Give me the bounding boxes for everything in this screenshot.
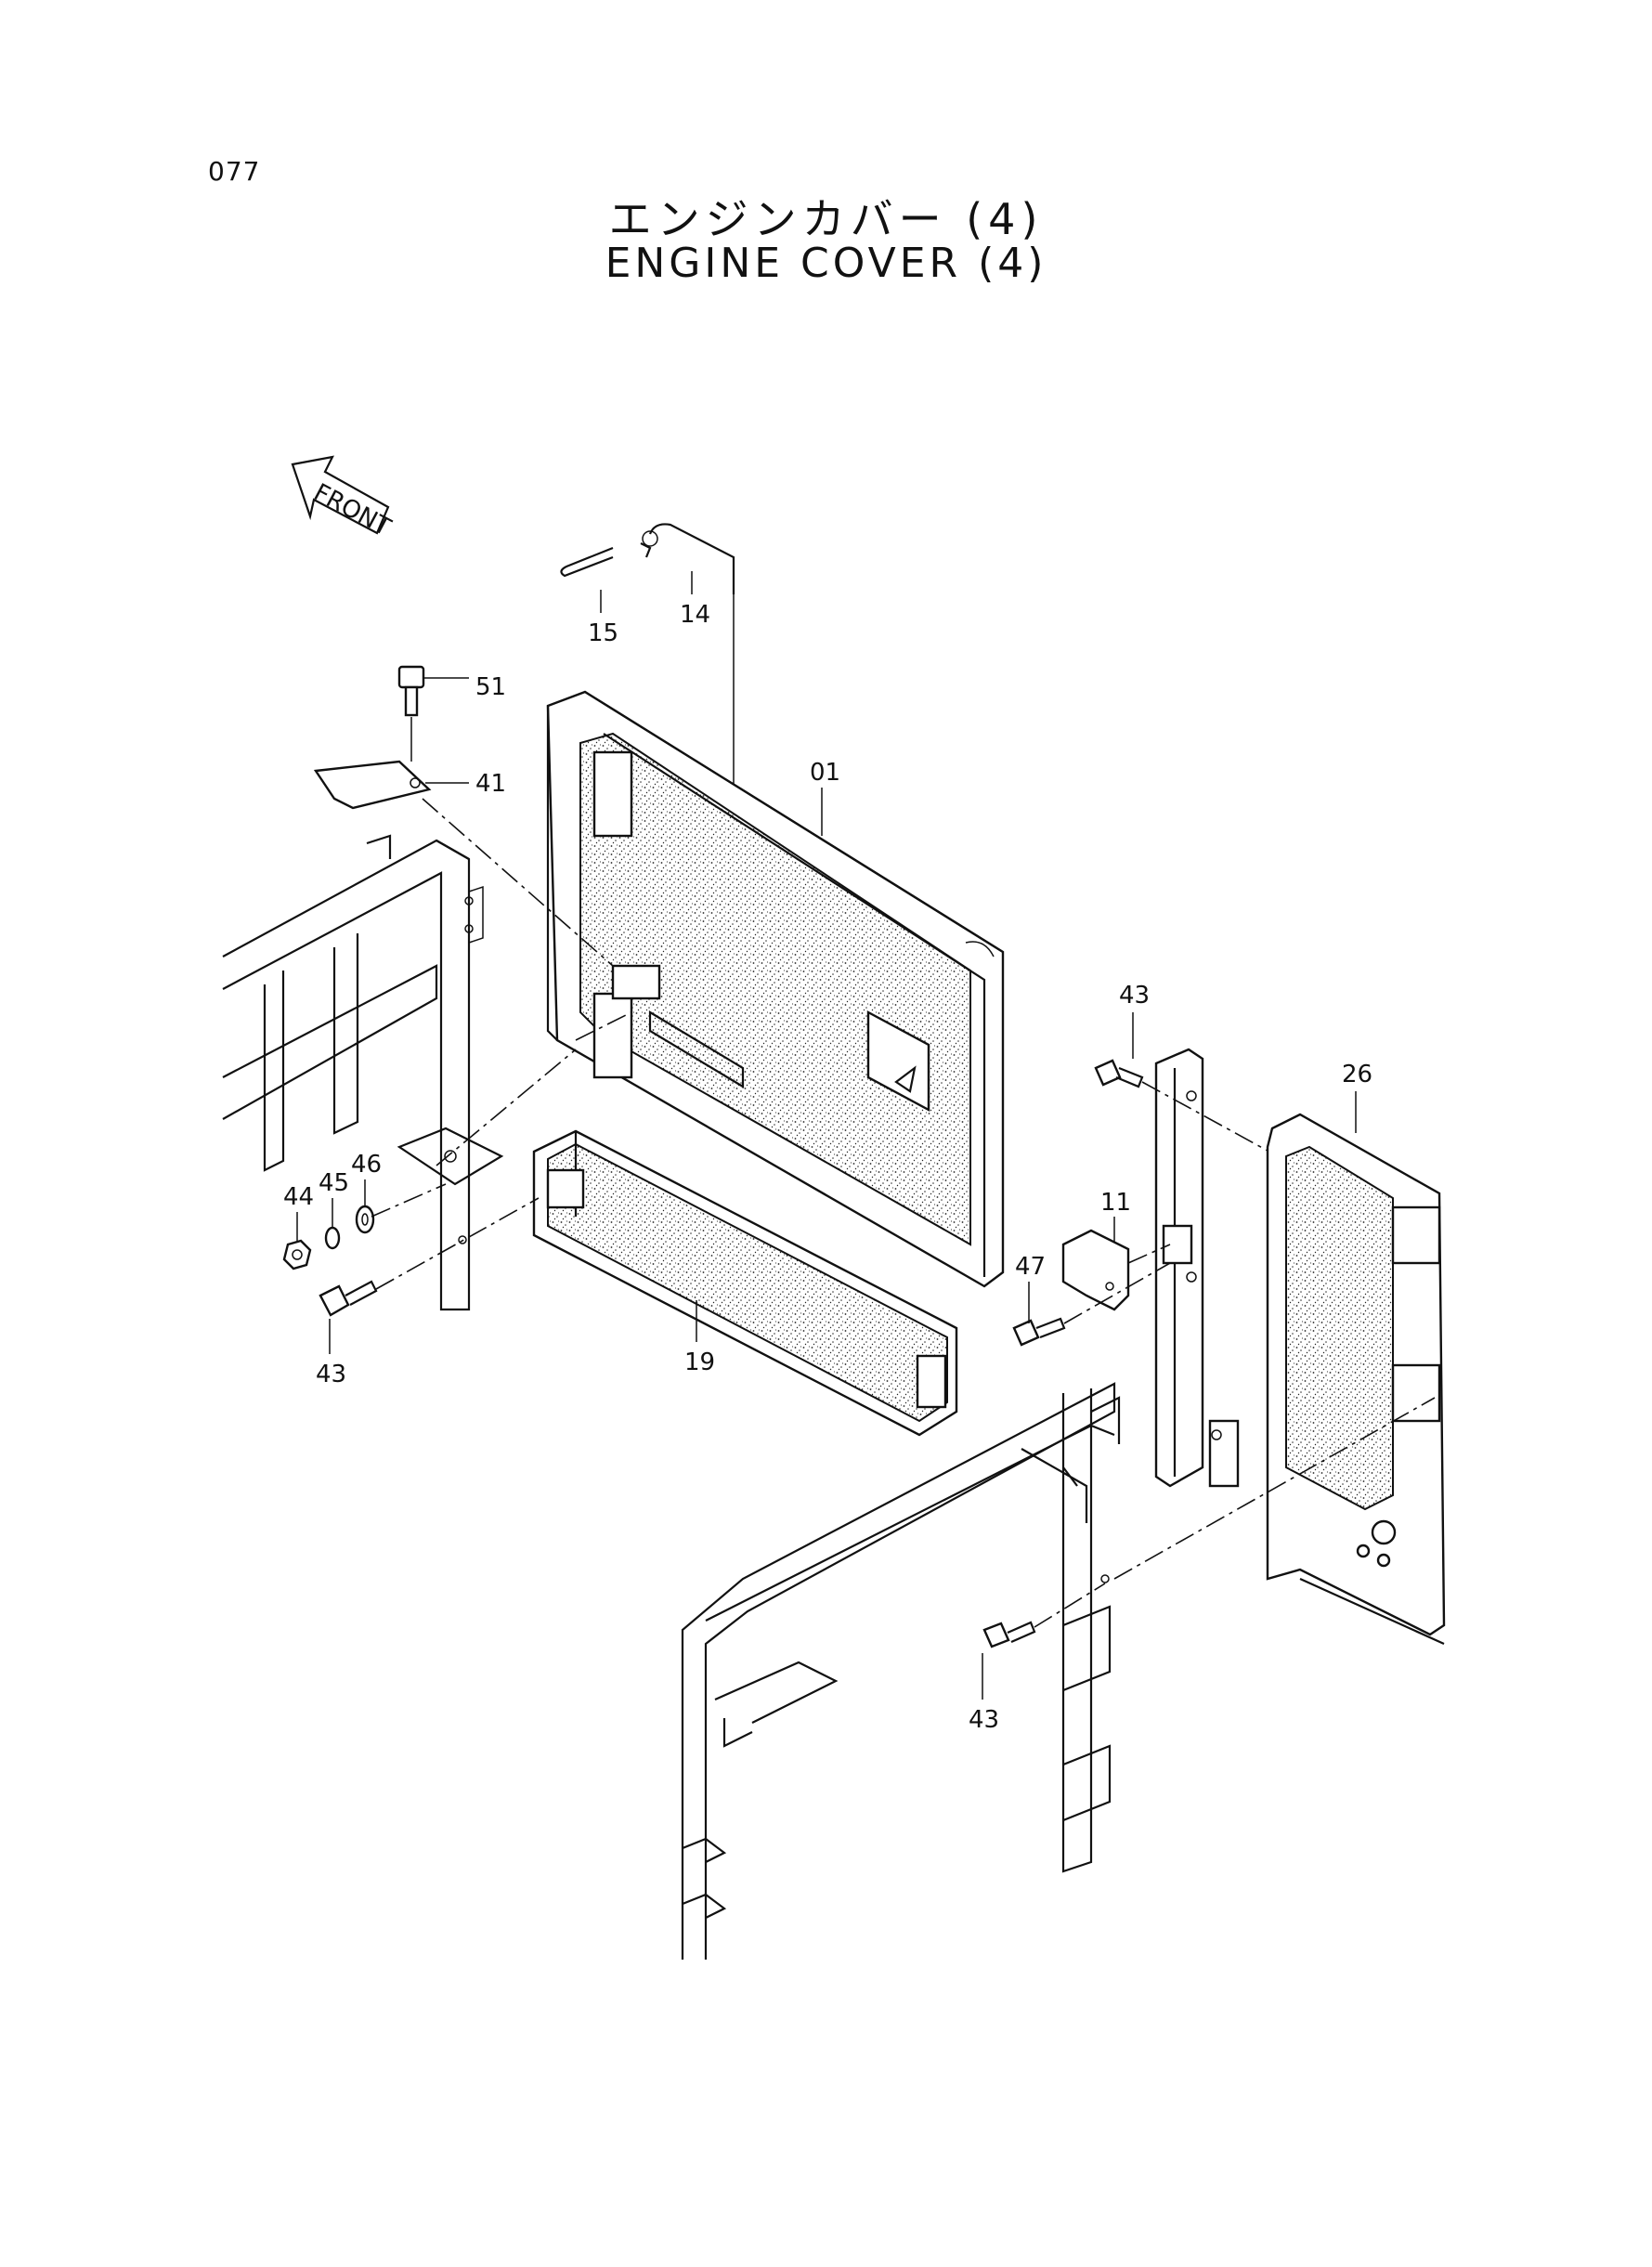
leader-43-left <box>375 1197 540 1290</box>
part-41-bracket <box>313 760 432 810</box>
leader-46 <box>371 1183 447 1218</box>
part-43-bolt-lower-icon <box>982 1621 1036 1648</box>
leader-43-lower <box>1034 1583 1106 1628</box>
callout-19: 19 <box>684 1348 715 1376</box>
part-46-washer-icon <box>355 1205 375 1234</box>
front-arrow-icon: FRONT <box>291 455 395 542</box>
callout-01: 01 <box>810 759 840 787</box>
right-hinge-column <box>1154 1048 1240 1488</box>
leader-41 <box>422 798 614 967</box>
leader-01 <box>575 1011 632 1041</box>
leader-26-lower <box>1113 1397 1436 1580</box>
leader-43-upper <box>1141 1081 1287 1162</box>
callout-45: 45 <box>319 1169 349 1197</box>
part-47-bolt-icon <box>1012 1317 1066 1347</box>
leader-46b <box>436 1049 577 1166</box>
part-01-cover-panel <box>546 690 1005 1288</box>
lower-right-frame <box>681 1382 1121 1960</box>
part-15-pin <box>560 546 614 578</box>
part-19-lower-block <box>532 1129 958 1437</box>
title-japanese: エンジンカバー (4) <box>608 194 1044 244</box>
callout-14: 14 <box>680 601 710 629</box>
callout-43-lower: 43 <box>969 1706 999 1734</box>
callout-leaders <box>296 571 1357 1700</box>
callout-15: 15 <box>588 619 618 647</box>
callout-47: 47 <box>1015 1253 1046 1281</box>
callout-41: 41 <box>475 770 506 798</box>
callout-51: 51 <box>475 673 506 701</box>
callout-labels: 15 14 51 41 01 43 26 46 45 44 11 47 43 1… <box>283 601 1372 1734</box>
leader-11 <box>1127 1244 1171 1264</box>
leader-47 <box>1063 1262 1171 1324</box>
callout-44: 44 <box>283 1183 314 1211</box>
part-26-side-panel <box>1266 1113 1446 1646</box>
part-44-nut-icon <box>282 1239 312 1270</box>
page-number: 077 <box>208 156 261 187</box>
part-45-lockwasher-icon <box>324 1226 341 1250</box>
part-43-bolt-left-icon <box>319 1280 378 1317</box>
title-english: ENGINE COVER (4) <box>605 240 1047 287</box>
left-frame <box>222 834 504 1311</box>
callout-43-left: 43 <box>316 1361 346 1388</box>
callout-11: 11 <box>1100 1189 1131 1217</box>
part-51-bolt-icon <box>397 665 425 762</box>
callout-46: 46 <box>351 1151 382 1179</box>
callout-43-upper: 43 <box>1119 982 1150 1010</box>
part-11-bracket <box>1061 1229 1130 1311</box>
part-43-bolt-upper-icon <box>1094 1059 1144 1088</box>
callout-26: 26 <box>1342 1061 1372 1088</box>
